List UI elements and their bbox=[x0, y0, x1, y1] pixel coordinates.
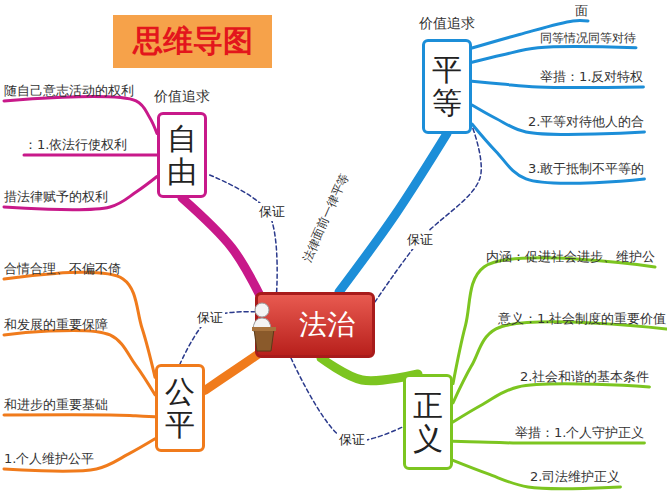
value-box: 自由价值追求 bbox=[157, 112, 207, 198]
value-box: 正义 bbox=[403, 374, 453, 470]
node-text: 自由 bbox=[167, 122, 197, 188]
node-text: 公平 bbox=[165, 375, 195, 441]
leaf-line bbox=[4, 330, 155, 394]
branch-text: 举措：1.个人守护正义 bbox=[515, 426, 644, 441]
leaf-line bbox=[24, 153, 157, 156]
edge-label: 保证 bbox=[195, 309, 225, 327]
edge-label: 保证 bbox=[337, 431, 367, 449]
node-outline: 公平 bbox=[155, 364, 205, 452]
node-text: 法治 bbox=[299, 306, 355, 344]
branch-text: 意义：1.社会制度的重要价值 bbox=[498, 312, 666, 327]
branch-text: 1.个人维护公平 bbox=[4, 452, 94, 467]
branch-text: 随自己意志活动的权利 bbox=[4, 84, 134, 99]
node-outline: 平等 bbox=[422, 39, 472, 134]
guarantee-link bbox=[375, 126, 481, 302]
branch-text: 同等情况同等对待 bbox=[540, 32, 636, 46]
branch-text: 2.平等对待他人的合 bbox=[528, 115, 644, 130]
leaf-line bbox=[4, 439, 155, 471]
value-box: 公平 bbox=[155, 364, 205, 452]
center-box: 法治 bbox=[255, 292, 375, 358]
branch-line bbox=[339, 134, 447, 293]
leaf-line bbox=[453, 322, 666, 403]
leaf-line bbox=[472, 124, 644, 183]
branch-text: 措法律赋予的权利 bbox=[4, 190, 108, 205]
edge-label: 保证 bbox=[405, 231, 435, 249]
node-heading: 价值追求 bbox=[419, 15, 475, 33]
node-heading: 价值追求 bbox=[154, 88, 210, 106]
branch-line bbox=[205, 351, 262, 390]
guarantee-link bbox=[207, 174, 277, 292]
leaf-line bbox=[453, 441, 644, 443]
leaf-line bbox=[453, 460, 620, 488]
edge-label: 保证 bbox=[257, 203, 287, 221]
value-box: 平等价值追求 bbox=[422, 39, 472, 134]
branch-text: 和发展的重要保障 bbox=[4, 318, 108, 333]
leaf-lines bbox=[4, 21, 666, 489]
branch-text: 合情合理、不偏不倚 bbox=[4, 262, 121, 277]
guarantee-link bbox=[291, 358, 403, 441]
node-text: 平等 bbox=[432, 53, 462, 119]
title-box: 思维导图 bbox=[113, 15, 272, 68]
node-outline: 正义 bbox=[403, 374, 453, 470]
node-text: 正义 bbox=[413, 389, 443, 455]
branch-text: ：1.依法行使权利 bbox=[24, 138, 127, 153]
speaker-icon bbox=[250, 301, 280, 353]
branch-caption: 法律面前一律平等 bbox=[298, 169, 354, 267]
leaf-line bbox=[472, 47, 636, 63]
leaf-line bbox=[472, 105, 644, 134]
branch-text: 举措：1.反对特权 bbox=[540, 70, 643, 85]
leaf-line bbox=[453, 384, 649, 422]
leaf-line bbox=[4, 97, 157, 134]
branch-text: 3.敢于抵制不平等的 bbox=[528, 162, 644, 177]
branch-text: 面 bbox=[575, 4, 588, 19]
branch-text: 内涵：促进社会进步、维护公 bbox=[486, 250, 655, 265]
branch-line bbox=[182, 198, 262, 300]
title-text: 思维导图 bbox=[133, 21, 253, 62]
node-outline: 法治 bbox=[255, 292, 375, 358]
leaf-line bbox=[4, 415, 155, 417]
node-outline: 自由 bbox=[157, 112, 207, 198]
branch-text: 2.司法维护正义 bbox=[530, 470, 620, 485]
leaf-line bbox=[4, 177, 157, 210]
branch-text: 2.社会和谐的基本条件 bbox=[520, 370, 649, 385]
branch-text: 和进步的重要基础 bbox=[4, 398, 108, 413]
